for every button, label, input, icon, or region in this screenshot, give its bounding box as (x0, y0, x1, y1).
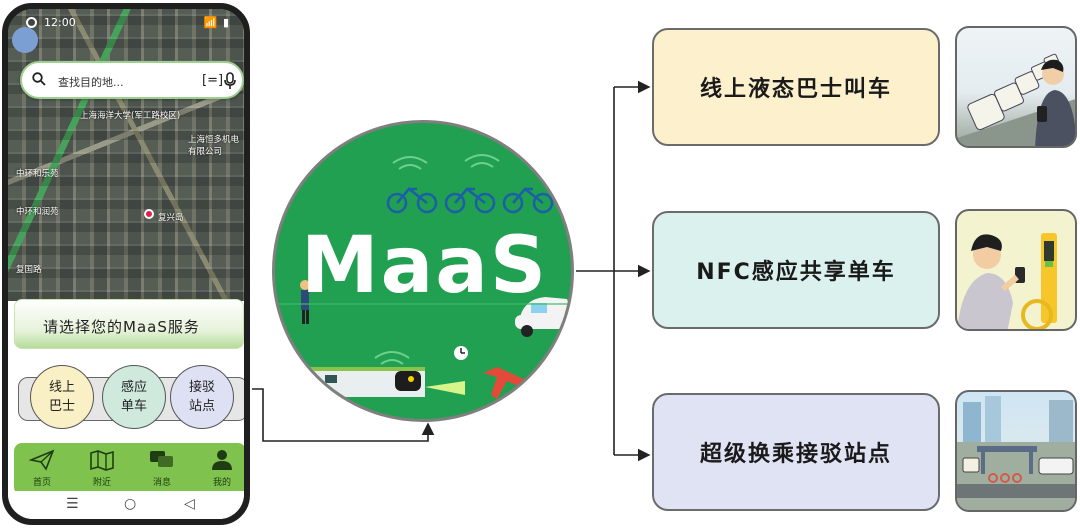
nav-item-messages[interactable]: 消息 (140, 449, 184, 488)
bus-icon (957, 53, 1075, 146)
option-transfer-station-button[interactable]: 接驳 站点 (170, 365, 234, 429)
option-line1: 感应 (120, 380, 147, 395)
chat-icon (150, 451, 173, 467)
search-input[interactable]: 查找目的地... (58, 76, 124, 89)
map-pin-icon (144, 209, 154, 219)
bike-nfc-illustration (955, 209, 1077, 331)
user-icon (212, 450, 232, 470)
option-online-bus-button[interactable]: 线上 巴士 (30, 365, 94, 429)
option-sensor-bike-button[interactable]: 感应 单车 (102, 365, 166, 429)
service-transfer-station: 超级换乘接驳站点 (652, 393, 940, 511)
nav-item-profile[interactable]: 我的 (200, 449, 244, 488)
search-icon (32, 72, 46, 86)
phone-mockup: 12:00 📶 ▮ 查找目的地... [=] 上海海洋大学(军工路校区) 上海恒… (2, 3, 250, 525)
microphone-icon[interactable] (223, 72, 237, 90)
scan-icon[interactable]: [=] (202, 73, 224, 88)
paper-plane-icon (29, 449, 55, 471)
status-bar: 12:00 📶 ▮ (22, 15, 230, 33)
nav-label: 消息 (152, 478, 171, 488)
map-label: 上海恒多机电有限公司 (188, 135, 240, 157)
nav-label: 首页 (32, 478, 51, 488)
map-label: 复兴岛 (158, 213, 184, 223)
maas-logo-circle: MaaS (272, 120, 574, 422)
station-icon (957, 396, 1075, 510)
search-bar[interactable]: 查找目的地... [=] (20, 61, 244, 99)
bike-icon (957, 233, 1057, 329)
maas-illustration (275, 154, 571, 399)
nav-label: 附近 (92, 478, 111, 488)
nav-label: 我的 (212, 478, 231, 488)
satellite-map[interactable] (8, 9, 244, 301)
bottom-nav: 首页 附近 消息 (14, 443, 244, 495)
map-label: 中环和润苑 (16, 207, 59, 217)
map-label: 中环和乐苑 (16, 169, 59, 179)
maas-logo-text: MaaS (301, 221, 549, 311)
bus-passenger-illustration (955, 26, 1077, 148)
phone-to-maas-arrow (252, 388, 435, 442)
service-prompt-text: 请选择您的MaaS服务 (43, 318, 200, 336)
service-online-bus: 线上液态巴士叫车 (652, 28, 940, 146)
option-line2: 单车 (120, 399, 147, 414)
train-icon (275, 367, 465, 397)
transit-hub-illustration (955, 390, 1077, 512)
back-icon[interactable]: ◁ (184, 496, 195, 512)
phone-screen: 12:00 📶 ▮ 查找目的地... [=] 上海海洋大学(军工路校区) 上海恒… (8, 9, 244, 519)
system-nav-bar: ☰ ○ ◁ (8, 491, 244, 519)
option-line2: 站点 (188, 399, 215, 414)
signal-battery-icon: 📶 ▮ (203, 16, 230, 29)
person-icon (300, 280, 310, 324)
nav-item-home[interactable]: 首页 (20, 449, 64, 488)
map-label: 复国路 (16, 265, 42, 275)
option-line1: 接驳 (188, 380, 215, 395)
bicycle-icon (386, 187, 554, 214)
camera-dot-icon (26, 17, 37, 28)
service-prompt-banner: 请选择您的MaaS服务 (14, 299, 244, 349)
nav-item-nearby[interactable]: 附近 (80, 449, 124, 488)
service-label: 超级换乘接驳站点 (699, 442, 892, 467)
location-button[interactable] (12, 27, 38, 53)
status-time: 12:00 (44, 16, 76, 29)
option-line2: 巴士 (48, 399, 75, 414)
service-nfc-bike: NFC感应共享单车 (652, 211, 940, 329)
option-line1: 线上 (48, 380, 75, 395)
service-label: NFC感应共享单车 (696, 260, 896, 285)
service-label: 线上液态巴士叫车 (699, 77, 892, 102)
menu-icon[interactable]: ☰ (66, 496, 79, 512)
map-label: 上海海洋大学(军工路校区) (80, 111, 181, 121)
home-circle-icon[interactable]: ○ (124, 496, 137, 512)
map-icon (90, 450, 114, 471)
airplane-icon (483, 367, 537, 399)
